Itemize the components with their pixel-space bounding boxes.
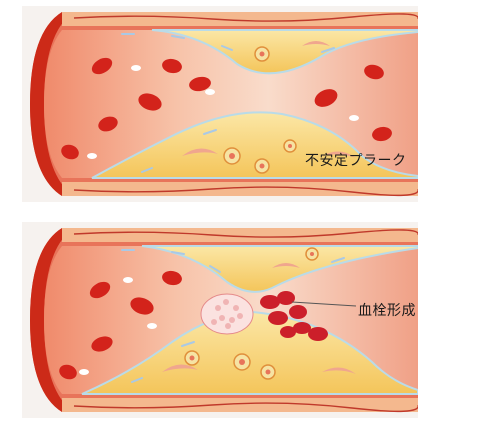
thrombus-formation-diagram: [22, 222, 418, 418]
unstable-plaque-label: 不安定プラーク: [305, 150, 407, 170]
unstable-plaque-diagram: [22, 6, 418, 202]
thrombus-formation-label: 血栓形成: [358, 300, 416, 320]
artery-cross-section-bottom: [22, 222, 418, 418]
artery-cross-section-top: [22, 6, 418, 202]
